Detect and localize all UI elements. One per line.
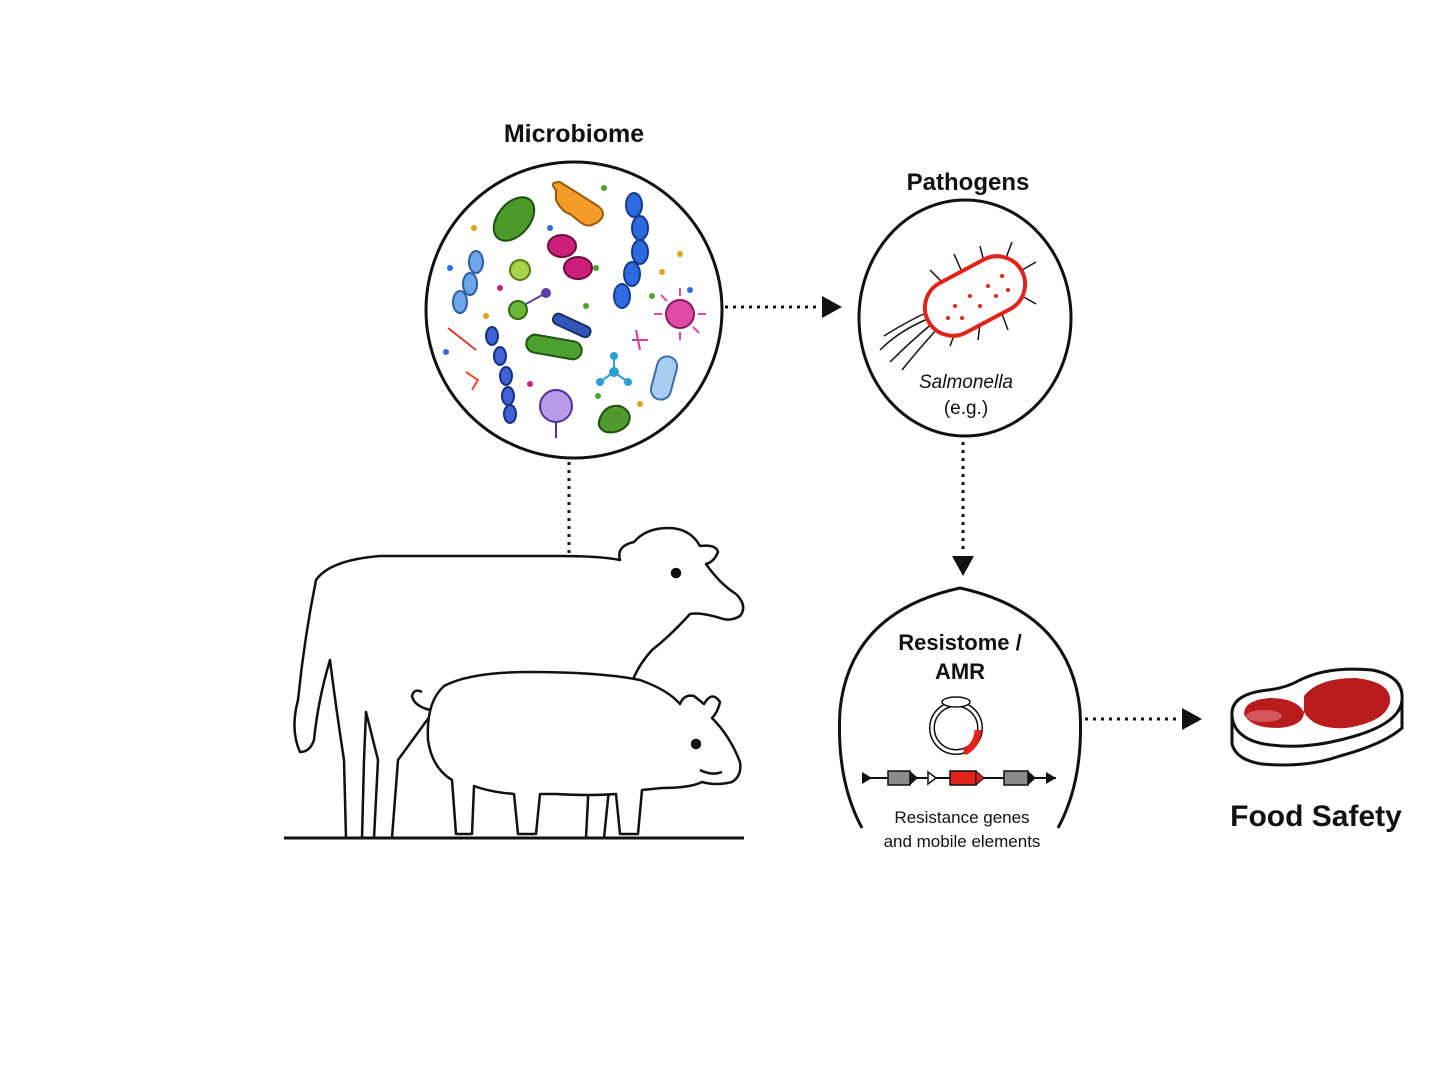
- resistome-caption-line1: Resistance genes: [894, 808, 1030, 827]
- resistome-caption-line2: and mobile elements: [883, 832, 1041, 851]
- plasmid-icon: [929, 696, 983, 756]
- microbiome-circle: [424, 160, 724, 460]
- pig-icon: [410, 670, 742, 836]
- resistome-title-line2: AMR: [934, 659, 986, 684]
- salmonella-bacterium-icon: [879, 241, 1037, 371]
- resistome-circle: [838, 586, 1082, 829]
- pathogen-example-name: Salmonella: [919, 372, 1013, 393]
- pathogen-example-note: (e.g.): [943, 398, 989, 419]
- arrowhead-right-1: [822, 296, 842, 318]
- pathogens-circle: [857, 198, 1073, 438]
- arrowhead-down: [952, 556, 974, 576]
- arrowhead-right-2: [1182, 708, 1202, 730]
- gene-cassette-icon: [862, 769, 1056, 787]
- meat-steak-icon: [1230, 667, 1404, 767]
- pathogens-title: Pathogens: [906, 169, 1030, 196]
- arrows: [725, 296, 1202, 730]
- resistome-title-line1: Resistome /: [898, 630, 1022, 655]
- food-safety-title: Food Safety: [1230, 800, 1402, 833]
- microbe-cluster-icon: [443, 180, 706, 438]
- microbiome-title: Microbiome: [503, 120, 645, 148]
